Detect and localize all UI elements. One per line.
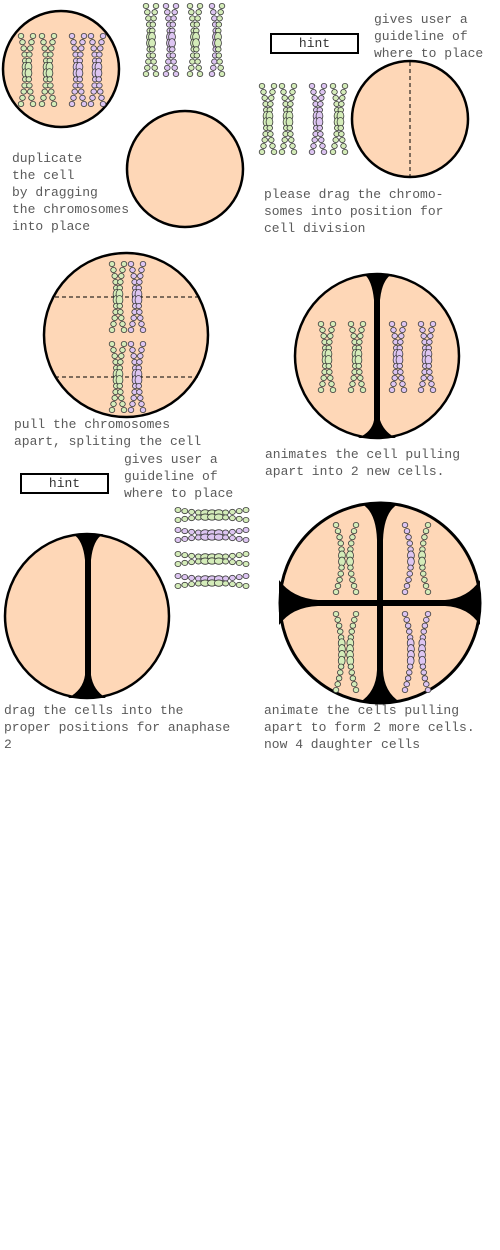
metaphase-chromosomes[interactable] (108, 260, 147, 413)
chromosome-tray[interactable] (142, 3, 226, 78)
instruction-anaphase2: drag the cells into the proper positions… (4, 703, 231, 752)
panel-position (258, 59, 470, 179)
splitting-cell-chromosomes (317, 320, 437, 393)
instruction-position: please drag the chromo- somes into posit… (264, 187, 444, 236)
instruction-pull-apart: pull the chromosomes apart, spliting the… (14, 417, 202, 449)
instruction-four-cells: animate the cells pulling apart to form … (264, 703, 475, 752)
panel-anaphase2 (3, 506, 250, 700)
metaphase-cell[interactable] (42, 251, 210, 419)
panel-pull-apart (42, 251, 210, 419)
instruction-duplicate: duplicate the cell by dragging the chrom… (12, 151, 130, 234)
horizontal-furrow (279, 580, 480, 625)
panel-four-cells (278, 501, 482, 705)
original-cell-chromosomes (17, 33, 107, 108)
daughter-chromosomes (332, 522, 432, 694)
hint-button-anaphase2[interactable]: hint (20, 473, 109, 494)
panel-duplicate (1, 3, 245, 229)
chromosome-stack[interactable] (174, 506, 250, 590)
panel-animate-split (293, 272, 461, 440)
hint-button-position[interactable]: hint (270, 33, 359, 54)
instruction-animate-split: animates the cell pulling apart into 2 n… (265, 447, 461, 479)
hint-note-anaphase2: gives user a guideline of where to place (124, 452, 234, 501)
duplicate-cell-drop-target[interactable] (125, 109, 245, 229)
cell-divider (68, 534, 106, 698)
cleavage-furrow (358, 274, 396, 438)
loose-chromosomes[interactable] (258, 83, 349, 155)
hint-note-position: gives user a guideline of where to place (374, 12, 484, 61)
